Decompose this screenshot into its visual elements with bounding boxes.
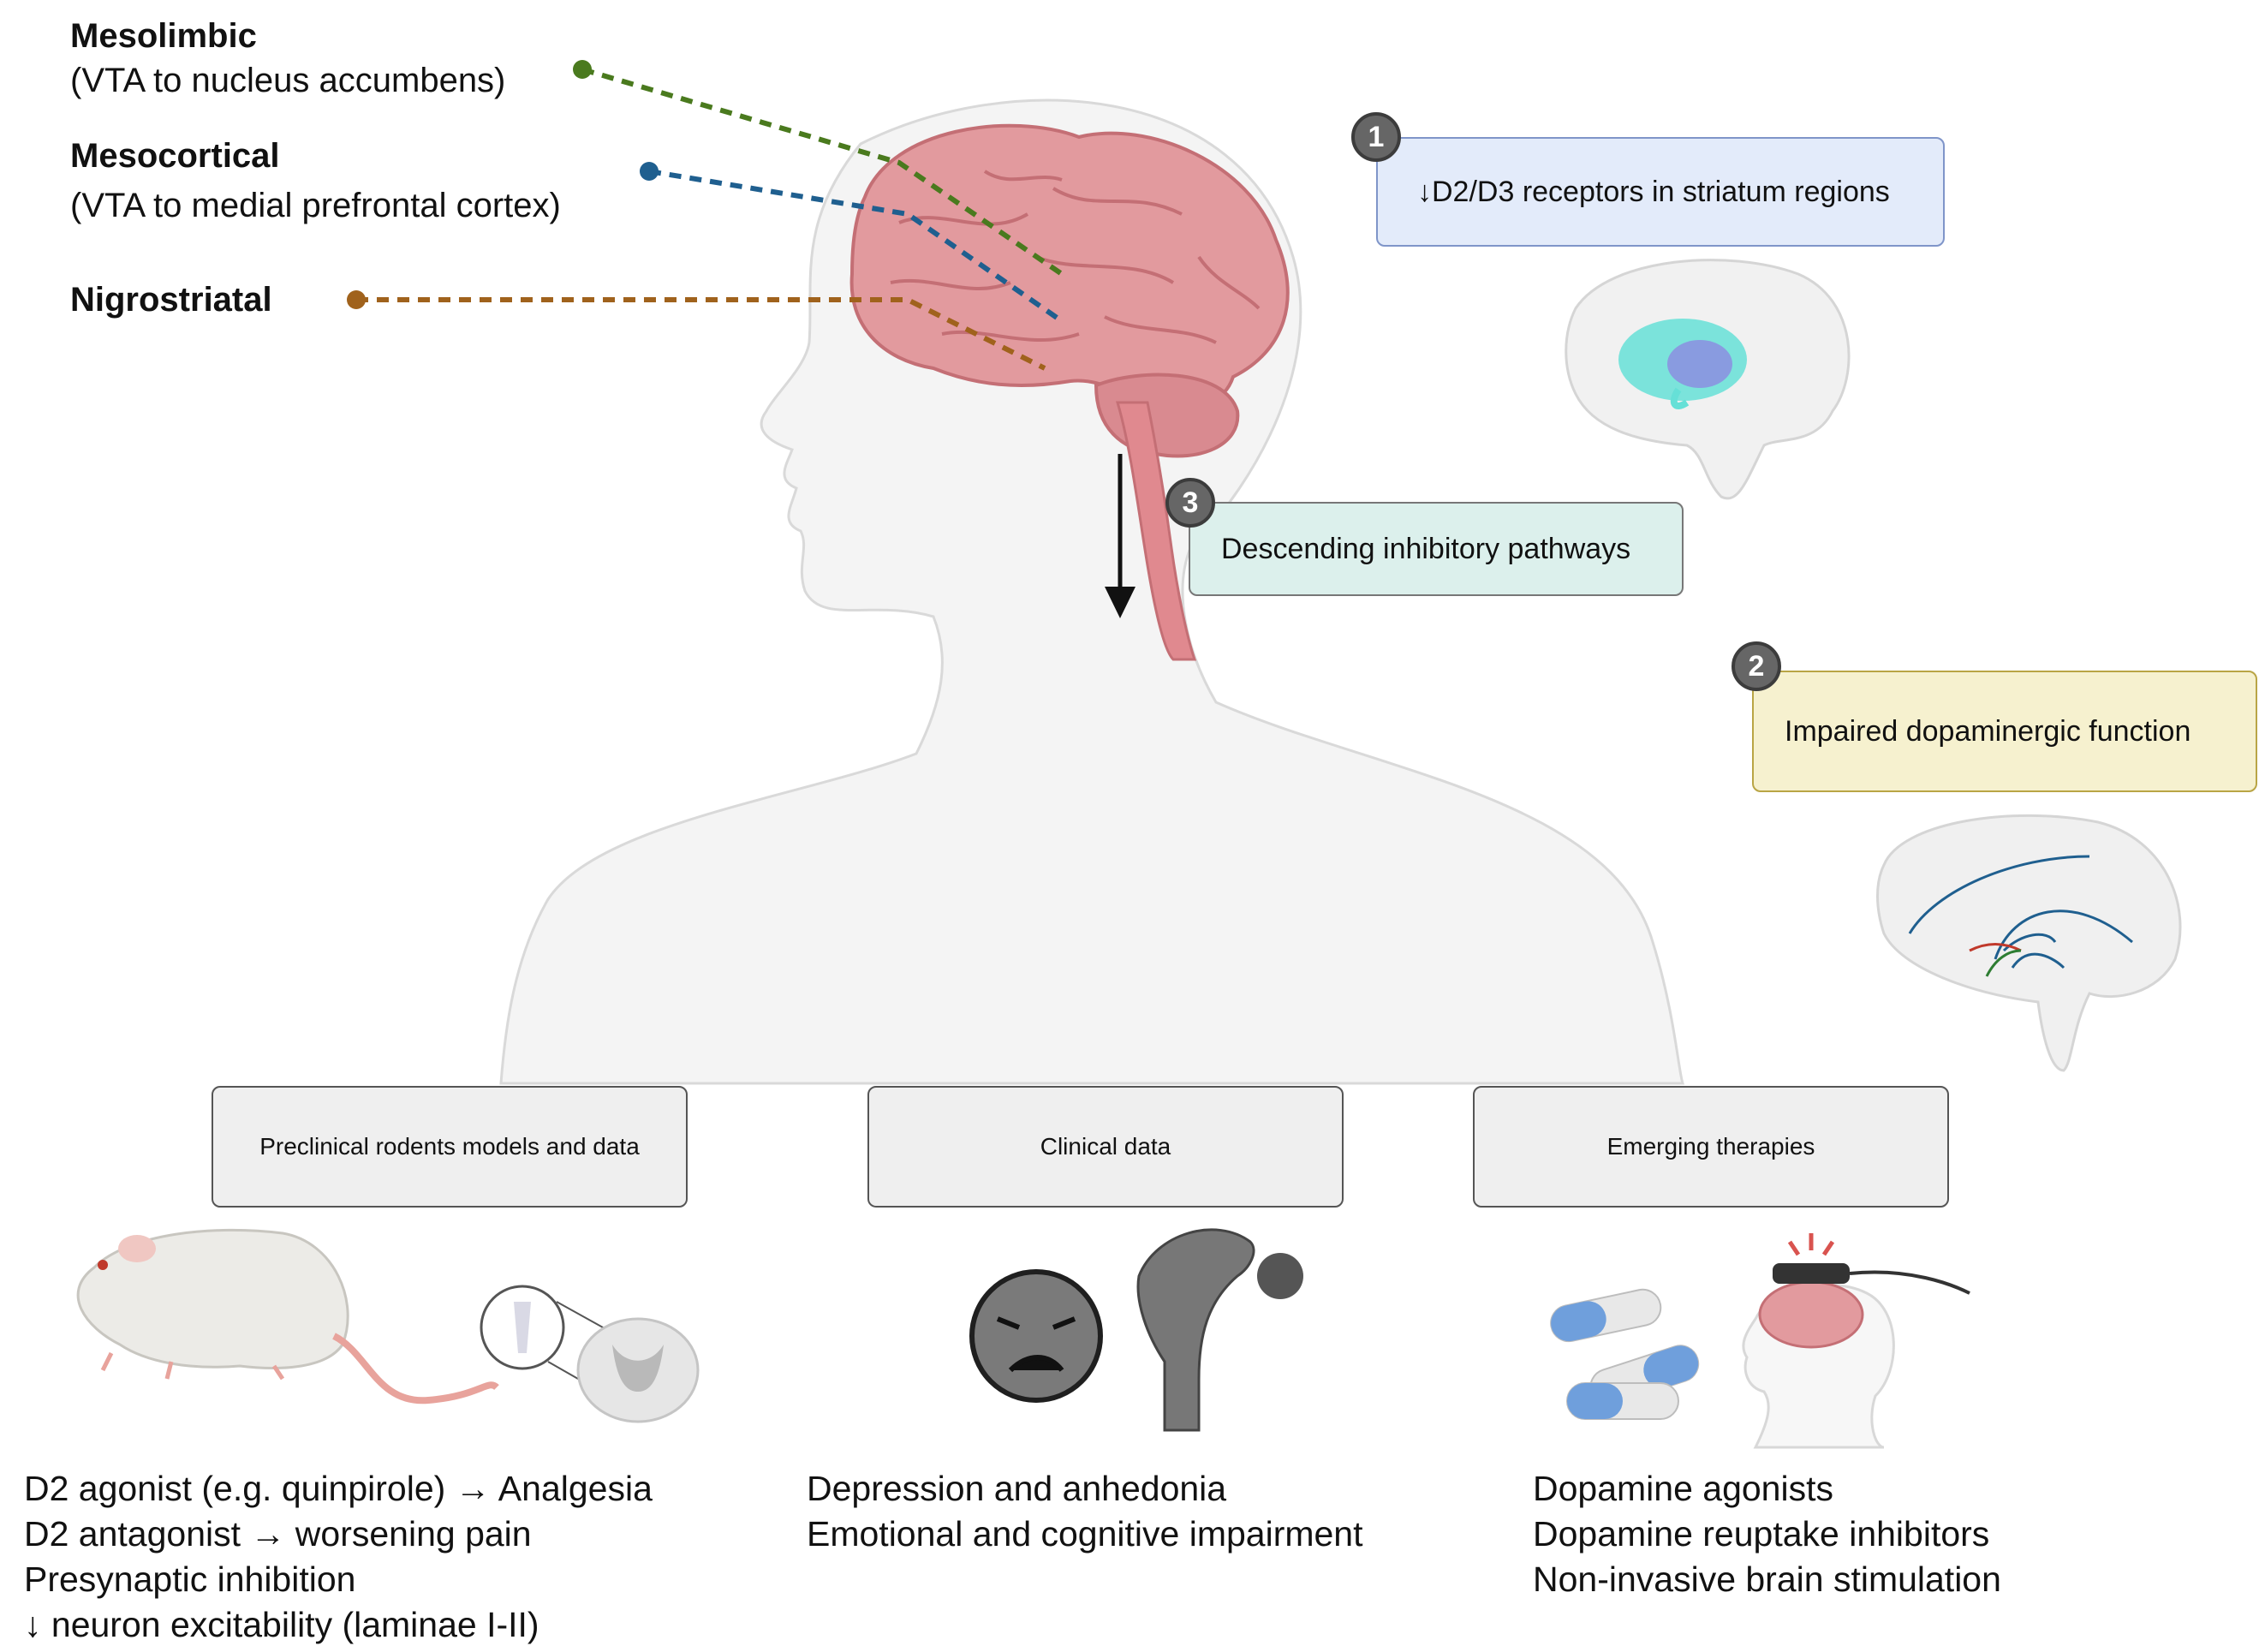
list-item: Emotional and cognitive impairment bbox=[807, 1514, 1363, 1554]
rat-illustration bbox=[76, 1228, 499, 1404]
mesocortical-leader-line bbox=[640, 162, 1064, 324]
preclinical-findings-list: D2 agonist (e.g. quinpirole) → Analgesia… bbox=[24, 1466, 653, 1648]
section-title-emerging-therapies: Emerging therapies bbox=[1606, 1133, 1815, 1160]
callout-3-number-badge: 3 bbox=[1165, 478, 1215, 528]
callout-impaired-dopaminergic: Impaired dopaminergic function bbox=[1752, 671, 2257, 792]
list-item: Depression and anhedonia bbox=[807, 1469, 1227, 1508]
descending-arrow bbox=[1105, 454, 1135, 618]
section-box-emerging-therapies: Emerging therapies bbox=[1473, 1086, 1949, 1208]
clinical-findings-list: Depression and anhedonia Emotional and c… bbox=[807, 1466, 1363, 1557]
brain-stimulation-head-icon bbox=[1742, 1233, 1970, 1449]
section-box-clinical: Clinical data bbox=[867, 1086, 1344, 1208]
mesolimbic-leader-line bbox=[573, 60, 1064, 277]
pathway-mesolimbic-description: (VTA to nucleus accumbens) bbox=[70, 62, 506, 99]
human-silhouette bbox=[499, 98, 1685, 1085]
emerging-therapies-list: Dopamine agonists Dopamine reuptake inhi… bbox=[1533, 1466, 2001, 1602]
section-title-clinical: Clinical data bbox=[1040, 1133, 1171, 1160]
list-item: Dopamine reuptake inhibitors bbox=[1533, 1514, 1990, 1554]
callout-1-number-badge: 1 bbox=[1351, 112, 1401, 162]
pathway-nigrostriatal-name: Nigrostriatal bbox=[70, 281, 272, 319]
pathway-mesocortical-description: (VTA to medial prefrontal cortex) bbox=[70, 187, 561, 224]
sad-face-icon bbox=[969, 1269, 1103, 1403]
brain-illustration bbox=[849, 123, 1290, 661]
striatum-brain-icon bbox=[1565, 259, 1851, 500]
list-item: D2 antagonist → worsening pain bbox=[24, 1514, 532, 1554]
section-box-preclinical: Preclinical rodents models and data bbox=[212, 1086, 688, 1208]
list-item: Presynaptic inhibition bbox=[24, 1560, 356, 1599]
hunched-person-icon bbox=[1136, 1228, 1303, 1432]
dopaminergic-pathways-brain-icon bbox=[1876, 814, 2182, 1072]
list-item: D2 agonist (e.g. quinpirole) → Analgesia bbox=[24, 1469, 653, 1508]
list-item: Dopamine agonists bbox=[1533, 1469, 1833, 1508]
nigrostriatal-leader-line bbox=[347, 290, 1046, 371]
callout-2-number-badge: 2 bbox=[1732, 641, 1781, 691]
pathway-mesolimbic-name: Mesolimbic bbox=[70, 17, 257, 55]
callout-1-text: ↓D2/D3 receptors in striatum regions bbox=[1417, 175, 1890, 208]
list-item: Non-invasive brain stimulation bbox=[1533, 1560, 2001, 1599]
pills-icon bbox=[1550, 1288, 1700, 1420]
callout-2-text: Impaired dopaminergic function bbox=[1785, 714, 2191, 748]
section-title-preclinical: Preclinical rodents models and data bbox=[259, 1133, 640, 1160]
list-item: ↓ neuron excitability (laminae I-II) bbox=[24, 1605, 539, 1644]
pathway-mesocortical-name: Mesocortical bbox=[70, 137, 280, 175]
callout-3-text: Descending inhibitory pathways bbox=[1221, 532, 1631, 565]
callout-descending-inhibitory: Descending inhibitory pathways bbox=[1189, 502, 1684, 596]
callout-d2-d3-receptors: ↓D2/D3 receptors in striatum regions bbox=[1376, 137, 1945, 247]
spinal-cord-section-icon bbox=[480, 1285, 700, 1423]
